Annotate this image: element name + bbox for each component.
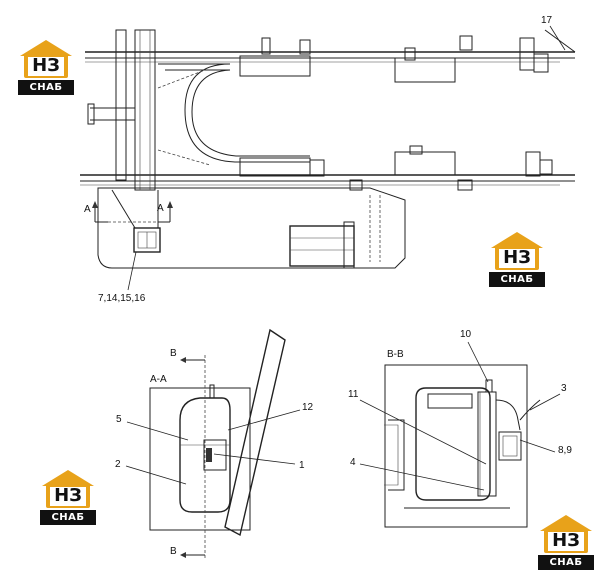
callout-2: 2 (115, 459, 121, 470)
callout-5: 5 (116, 414, 122, 425)
brand-logo: НЗ СНАБ (16, 40, 76, 98)
callout-3: 3 (561, 383, 567, 394)
logo-mark: НЗ (503, 247, 531, 268)
callout-7-14-15-16: 7,14,15,16 (98, 293, 146, 304)
logo-brand: СНАБ (538, 555, 594, 570)
brand-logo: НЗ СНАБ (38, 470, 98, 528)
callout-11: 11 (348, 389, 359, 400)
brand-logo: НЗ СНАБ (487, 232, 547, 290)
callout-12: 12 (302, 402, 314, 413)
section-bb-title: B-B (387, 349, 404, 360)
section-bb-view (359, 341, 561, 528)
section-mark-a-left: A (84, 204, 91, 215)
view-mark-b-top: B (170, 348, 177, 359)
brand-logo: НЗ СНАБ (536, 515, 596, 573)
section-aa-title: A-A (150, 374, 167, 385)
logo-mark: НЗ (552, 530, 580, 551)
callout-1: 1 (299, 460, 305, 471)
callout-8-9: 8,9 (558, 445, 572, 456)
callout-4: 4 (350, 457, 356, 468)
logo-mark: НЗ (54, 485, 82, 506)
chassis-frame (80, 25, 576, 291)
callout-17: 17 (541, 15, 553, 26)
section-aa-view (125, 328, 301, 560)
logo-brand: СНАБ (18, 80, 74, 95)
view-mark-b-bottom: B (170, 546, 177, 557)
section-mark-a-right: A (157, 203, 164, 214)
logo-brand: СНАБ (40, 510, 96, 525)
logo-brand: СНАБ (489, 272, 545, 287)
logo-mark: НЗ (32, 55, 60, 76)
callout-10: 10 (460, 329, 472, 340)
